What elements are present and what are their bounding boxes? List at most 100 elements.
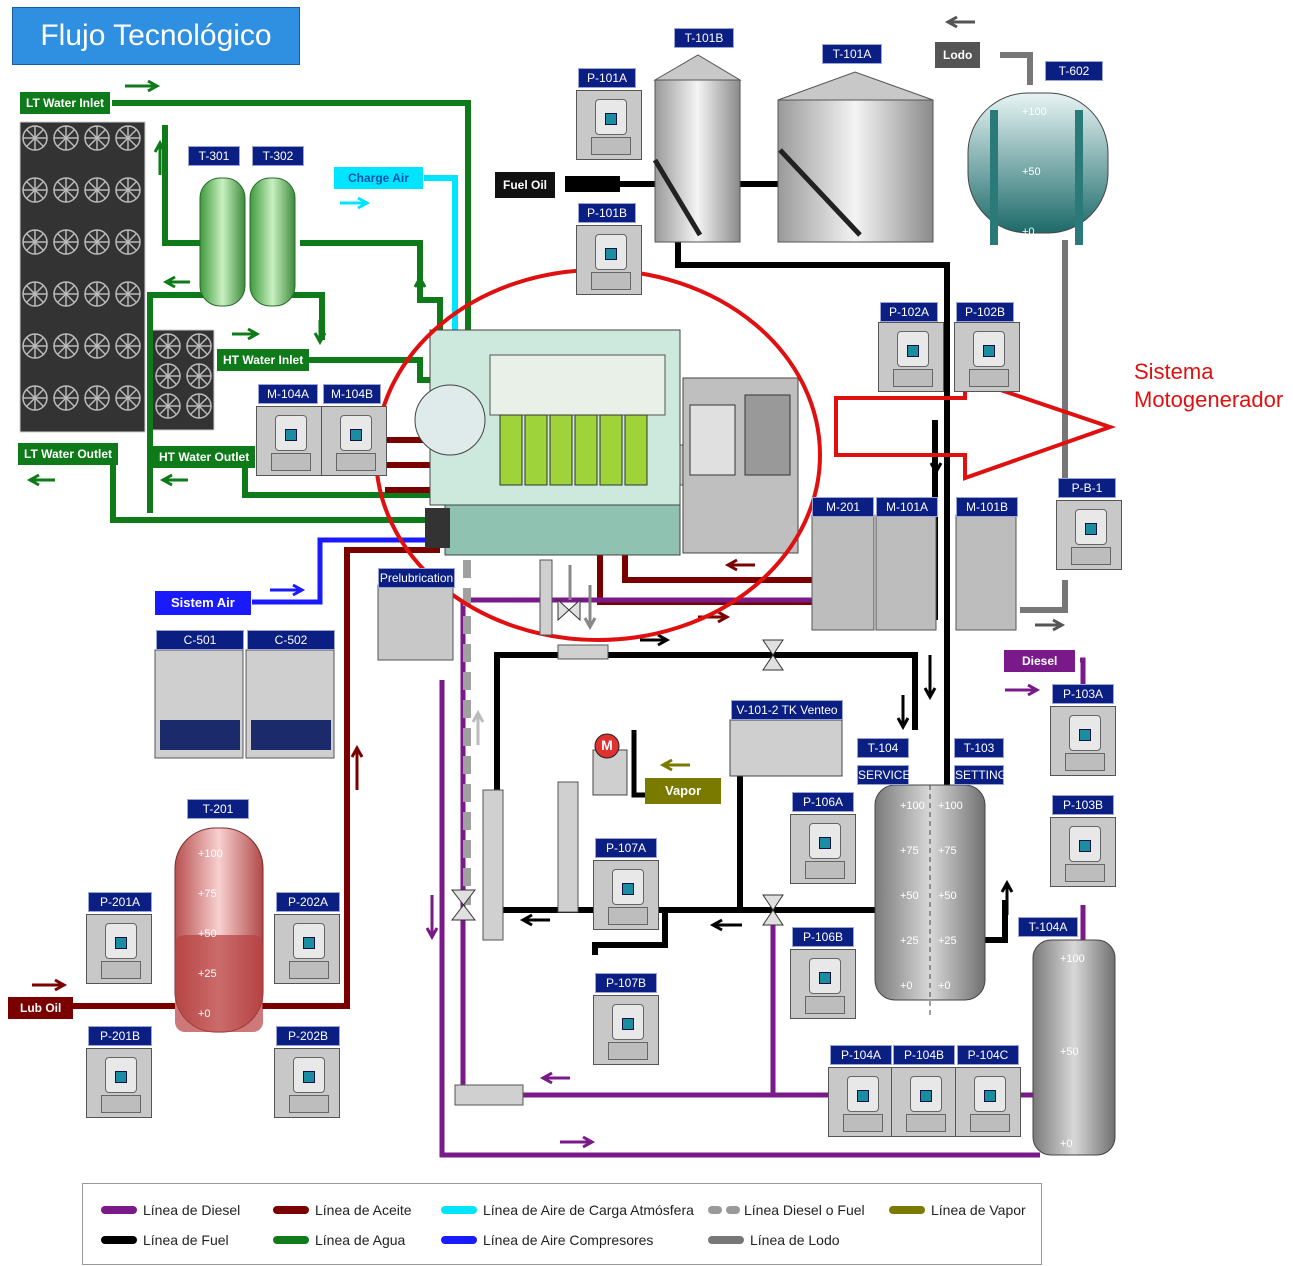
scale-tick-label: +100 [1022, 106, 1047, 118]
lt-water-outlet-label: LT Water Outlet [18, 443, 118, 465]
scale-tick-label: +0 [1060, 1138, 1073, 1150]
prelubrication-tag: Prelubrication [378, 568, 455, 588]
legend-label: Línea de Aire Compresores [483, 1232, 653, 1248]
tag-p103b: P-103B [1052, 795, 1114, 815]
tag-t301: T-301 [188, 146, 240, 166]
pump-icon[interactable] [86, 914, 152, 984]
pump-icon[interactable] [828, 1067, 894, 1137]
scale-tick-label: +25 [938, 935, 957, 947]
pump-icon[interactable] [593, 860, 659, 930]
pump-icon[interactable] [955, 1067, 1021, 1137]
tank-t302 [250, 178, 295, 306]
tag-t104a: T-104A [1018, 917, 1078, 937]
ht-water-outlet-label: HT Water Outlet [153, 446, 255, 468]
scale-tick-label: +0 [1022, 226, 1035, 238]
tag-m104b: M-104B [323, 384, 381, 404]
charge-air-label: Charge Air [334, 167, 423, 189]
legend-label: Línea de Aire de Carga Atmósfera [483, 1202, 694, 1218]
scale-tick-label: +50 [900, 890, 919, 902]
tag-p101b: P-101B [578, 203, 636, 223]
scale-tick-label: +0 [938, 980, 951, 992]
pump-icon[interactable] [1050, 706, 1116, 776]
tag-t201: T-201 [187, 799, 249, 819]
scale-tick-label: +50 [938, 890, 957, 902]
scale-tick-label: +75 [198, 888, 217, 900]
scale-tick-label: +25 [198, 968, 217, 980]
scale-tick-label: +75 [900, 845, 919, 857]
tag-t101a: T-101A [822, 44, 882, 64]
pump-icon[interactable] [891, 1067, 957, 1137]
pump-icon[interactable] [1050, 817, 1116, 887]
scale-tick-label: +0 [198, 1008, 211, 1020]
tag-m101a: M-101A [876, 497, 938, 517]
legend-label: Línea de Agua [315, 1232, 405, 1248]
scale-tick-label: +100 [1060, 953, 1085, 965]
legend-item: Línea de Fuel [101, 1232, 229, 1248]
tag-t103-setting: SETTING [954, 765, 1004, 785]
silo-t101a [778, 72, 933, 242]
lt-water-inlet-label: LT Water Inlet [20, 92, 110, 114]
tag-p107a: P-107A [595, 838, 657, 858]
tag-p202a: P-202A [276, 892, 340, 912]
scale-tick-label: +75 [938, 845, 957, 857]
tag-p201a: P-201A [88, 892, 152, 912]
legend-label: Línea de Aceite [315, 1202, 412, 1218]
legend-item: Línea de Diesel [101, 1202, 240, 1218]
legend-item: Línea de Aire de Carga Atmósfera [441, 1202, 694, 1218]
tag-p202b: P-202B [276, 1026, 340, 1046]
tag-p103a: P-103A [1052, 684, 1114, 704]
pump-icon[interactable] [878, 322, 944, 392]
tag-t104: T-104 [857, 738, 909, 758]
tag-c502: C-502 [247, 630, 335, 650]
scale-tick-label: +50 [1022, 166, 1041, 178]
tag-p106a: P-106A [792, 792, 854, 812]
radiator-fan-bank [20, 122, 214, 432]
legend: Línea de DieselLínea de AceiteLínea de A… [82, 1183, 1042, 1265]
tag-t101b: T-101B [674, 28, 734, 48]
diesel-label: Diesel [1004, 650, 1075, 672]
lub-oil-label: Lub Oil [8, 997, 73, 1019]
legend-label: Línea de Lodo [750, 1232, 840, 1248]
scale-tick-label: +0 [900, 980, 913, 992]
tag-p102b: P-102B [956, 302, 1014, 322]
lodo-label: Lodo [935, 42, 980, 68]
tag-p104b: P-104B [893, 1045, 955, 1065]
legend-item: Línea de Aceite [273, 1202, 412, 1218]
tag-v1012: V-101-2 TK Venteo [731, 700, 843, 720]
pump-icon[interactable] [790, 949, 856, 1019]
pump-icon[interactable] [790, 814, 856, 884]
tag-p106b: P-106B [792, 927, 854, 947]
legend-label: Línea de Fuel [143, 1232, 229, 1248]
sistem-air-label: Sistem Air [155, 591, 251, 615]
ht-water-inlet-label: HT Water Inlet [217, 349, 309, 371]
scale-tick-label: +100 [900, 800, 925, 812]
highlight-arrow [836, 378, 1110, 478]
tank-v1012 [730, 720, 842, 776]
pump-icon[interactable] [274, 914, 340, 984]
pump-icon[interactable] [321, 406, 387, 476]
legend-item: Línea Diesel o Fuel [708, 1202, 865, 1218]
tag-m101b: M-101B [956, 497, 1018, 517]
motogenerador-annotation: Sistema Motogenerador [1134, 358, 1283, 414]
pump-icon[interactable] [86, 1048, 152, 1118]
page-title: Flujo Tecnológico [12, 7, 300, 65]
tag-m201: M-201 [812, 497, 874, 517]
pump-icon[interactable] [256, 406, 322, 476]
tank-t104-t103 [875, 785, 985, 1015]
prelubrication-unit [378, 585, 453, 660]
scale-tick-label: +100 [198, 848, 223, 860]
pump-icon[interactable] [576, 225, 642, 295]
pump-icon[interactable] [593, 995, 659, 1065]
tag-p101a: P-101A [578, 68, 636, 88]
pump-icon[interactable] [954, 322, 1020, 392]
legend-label: Línea de Diesel [143, 1202, 240, 1218]
silo-t101b [655, 55, 740, 242]
vapor-label: Vapor [645, 778, 721, 804]
legend-item: Línea de Agua [273, 1232, 405, 1248]
pump-icon[interactable] [576, 90, 642, 160]
tag-p104a: P-104A [830, 1045, 892, 1065]
pump-icon[interactable] [274, 1048, 340, 1118]
annotation-line2: Motogenerador [1134, 386, 1283, 414]
pump-icon[interactable] [1056, 500, 1122, 570]
scale-tick-label: +100 [938, 800, 963, 812]
